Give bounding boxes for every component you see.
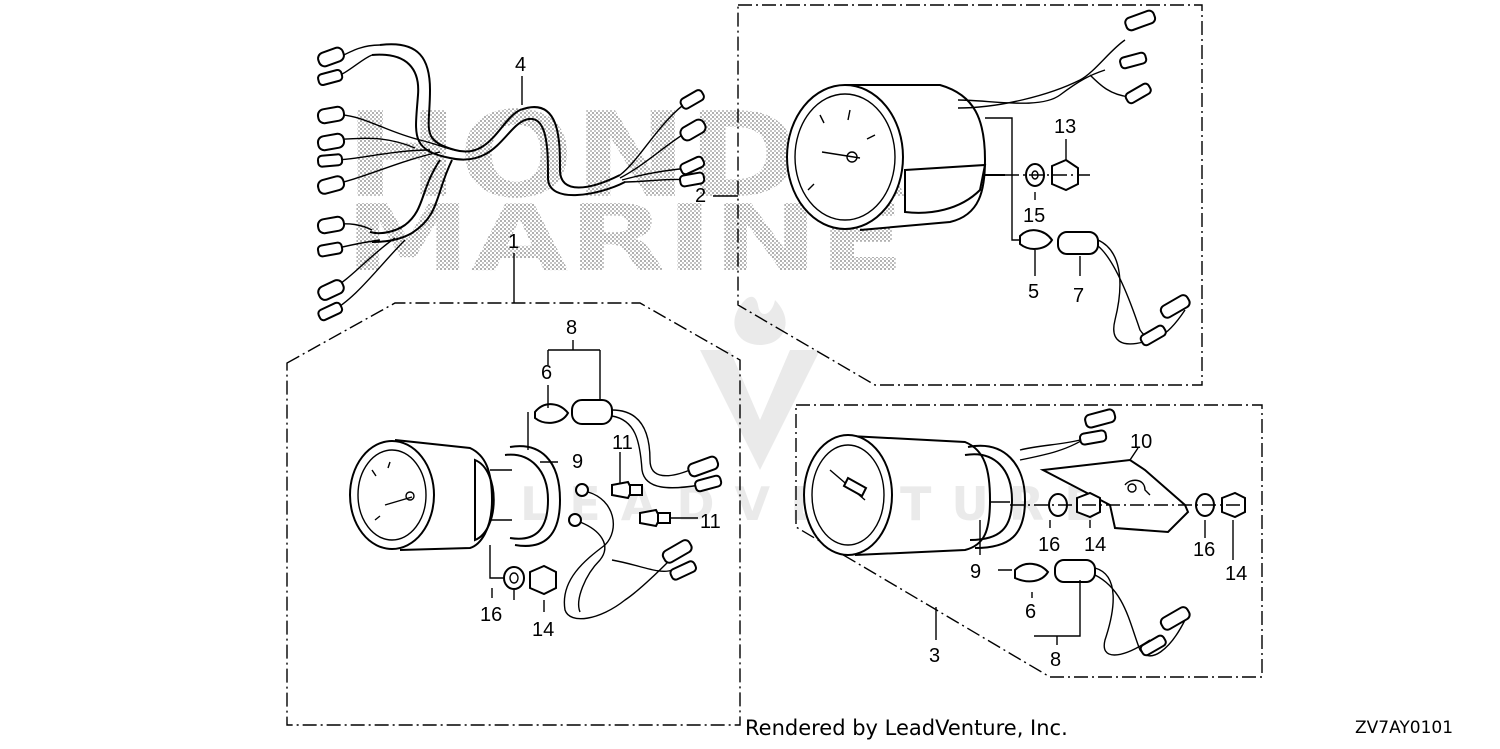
gauge-2 (786, 9, 1191, 347)
assembly-1-outline (286, 302, 741, 726)
callout-3: 3 (929, 645, 940, 667)
callout-16-mid: 16 (1038, 534, 1060, 556)
diagram-code: ZV7AY0101 (1355, 718, 1454, 738)
callout-5: 5 (1028, 281, 1039, 303)
callout-7: 7 (1073, 285, 1084, 307)
callout-11-upper: 11 (612, 432, 633, 454)
callout-labels: 4 1 2 13 15 5 7 8 6 9 11 11 16 14 3 10 1… (480, 54, 1247, 671)
callout-15: 15 (1023, 205, 1045, 227)
gauge-3 (803, 408, 1246, 657)
callout-16-left: 16 (480, 604, 502, 626)
callout-11-lower: 11 (700, 511, 721, 533)
callout-10: 10 (1130, 431, 1152, 453)
callout-6-upper: 6 (541, 362, 552, 384)
callout-9-right: 9 (970, 561, 981, 583)
wiring-harness-4 (316, 43, 707, 322)
callout-9-left: 9 (572, 451, 583, 473)
callout-6-lower: 6 (1025, 601, 1036, 623)
callout-2: 2 (695, 185, 706, 207)
callout-16-right: 16 (1193, 539, 1215, 561)
rendered-by-credit: Rendered by LeadVenture, Inc. (745, 716, 1068, 740)
callout-14-left: 14 (532, 619, 554, 641)
assembly-3-outline (795, 404, 1263, 678)
callout-14-mid: 14 (1084, 534, 1106, 556)
leader-lines (491, 76, 1234, 645)
callout-8-lower: 8 (1050, 649, 1061, 671)
callout-14-right: 14 (1225, 563, 1247, 585)
callout-4: 4 (515, 54, 526, 76)
callout-8-upper: 8 (566, 317, 577, 339)
callout-1: 1 (508, 231, 519, 253)
gauge-1 (349, 399, 723, 620)
assembly-2-outline (737, 4, 1203, 386)
callout-13: 13 (1054, 116, 1076, 138)
